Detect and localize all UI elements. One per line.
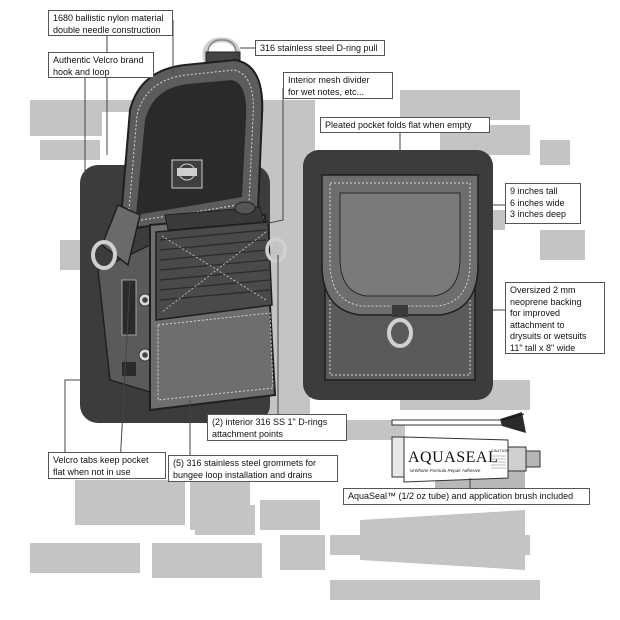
pouch-body [149, 206, 277, 412]
aquaseal-tube-icon: AQUASEAL Urethane Formula Repair Adhesiv… [391, 436, 541, 483]
callout-neoprene: Oversized 2 mm neoprene backing for impr… [505, 282, 605, 354]
velcro-tab [101, 203, 141, 267]
callout-material: 1680 ballistic nylon material double nee… [48, 10, 173, 36]
callout-velcro-tabs: Velcro tabs keep pocket flat when not in… [48, 452, 166, 479]
callout-aquaseal: AquaSeal™ (1/2 oz tube) and application … [343, 488, 590, 505]
tube-caution: CAUTION [491, 448, 509, 453]
callout-velcro: Authentic Velcro brand hook and loop [48, 52, 154, 78]
interior-d-ring-icon [265, 237, 287, 263]
tube-tagline: Urethane Formula Repair Adhesive [410, 468, 481, 473]
application-brush-icon [391, 412, 526, 433]
pouch-flap [118, 58, 264, 232]
pouch-side-gusset [97, 243, 161, 397]
left-d-ring-icon [91, 240, 117, 270]
callout-mesh: Interior mesh divider for wet notes, etc… [283, 72, 393, 99]
callout-dimensions: 9 inches tall 6 inches wide 3 inches dee… [505, 183, 581, 224]
callout-dring: 316 stainless steel D-ring pull [255, 40, 385, 56]
callout-interior-drings: (2) interior 316 SS 1" D-rings attachmen… [207, 414, 347, 441]
tube-brand: AQUASEAL [408, 449, 498, 466]
callout-grommets: (5) 316 stainless steel grommets for bun… [168, 455, 338, 482]
callout-pleated: Pleated pocket folds flat when empty [320, 117, 490, 133]
pleated-pocket [321, 174, 479, 381]
